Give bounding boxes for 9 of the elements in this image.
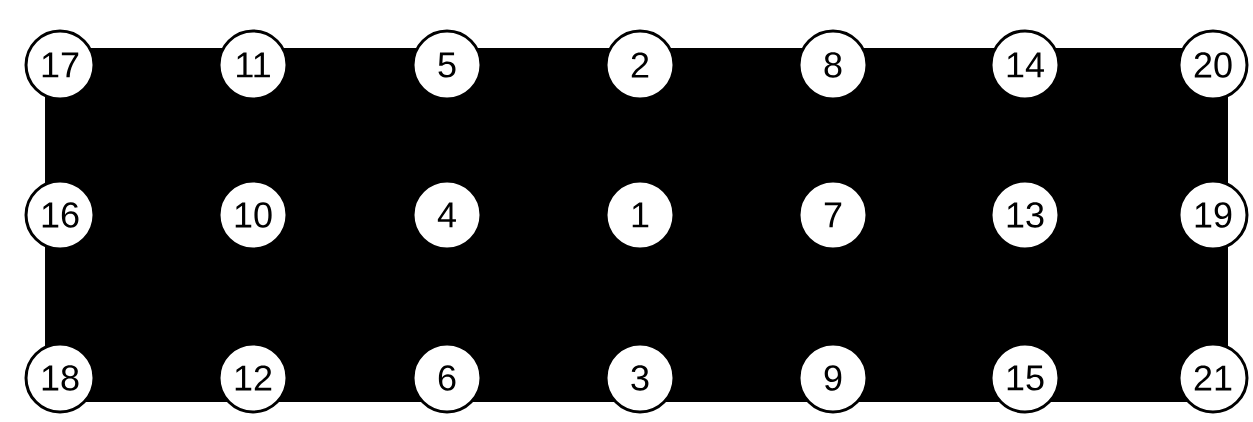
node-label: 12 (235, 365, 272, 391)
node-label: 20 (1194, 52, 1232, 78)
node-label: 3 (631, 365, 649, 391)
node-label: 19 (1195, 202, 1232, 228)
node-label: 21 (1194, 365, 1232, 391)
node-label: 18 (42, 365, 79, 391)
node-label: 9 (824, 365, 842, 391)
node-label: 15 (1007, 365, 1044, 391)
node-label: 6 (438, 365, 456, 391)
